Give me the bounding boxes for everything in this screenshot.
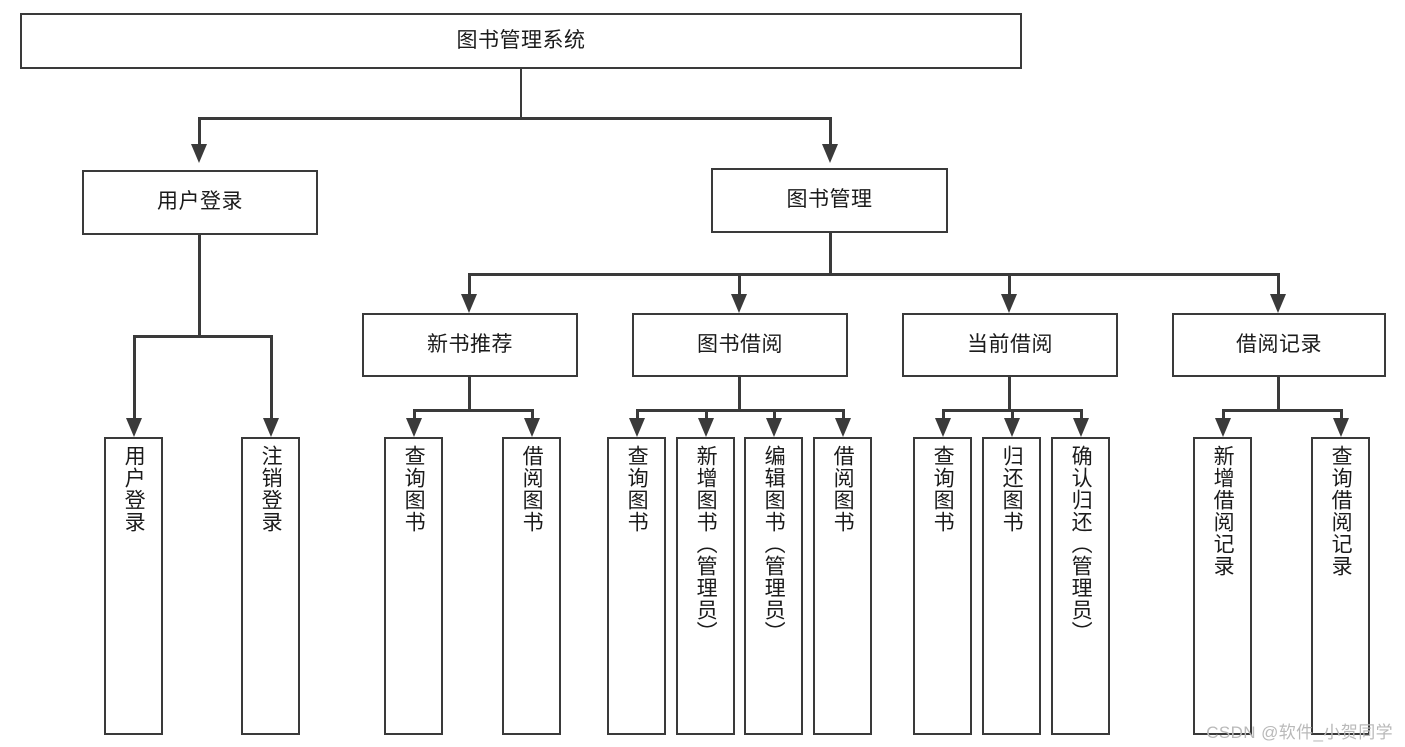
node-label: 查询图书: [931, 445, 955, 533]
arrowhead-newbook-leaf-1: [406, 418, 422, 437]
node-label: 新增借阅记录: [1211, 445, 1235, 577]
node-label: 借阅记录: [1236, 332, 1322, 356]
leaf-currentborrow-return-book[interactable]: 归还图书: [982, 437, 1041, 735]
leaf-borrowrecord-add-record[interactable]: 新增借阅记录: [1193, 437, 1252, 735]
arrowhead-bookborrow-leaf-1: [629, 418, 645, 437]
node-label: 新增图书（管理员）: [694, 445, 718, 643]
leaf-currentborrow-query-book[interactable]: 查询图书: [913, 437, 972, 735]
node-current-borrow[interactable]: 当前借阅: [902, 313, 1118, 377]
edge-bookmgmt-stem: [829, 233, 832, 273]
edge-root-bus: [198, 117, 831, 120]
node-label: 当前借阅: [967, 332, 1053, 356]
arrowhead-root-to-bookmgmt: [822, 144, 838, 163]
arrowhead-bookmgmt-to-newbook: [461, 294, 477, 313]
edge-bookborrow-drop-3: [773, 409, 776, 418]
edge-currentborrow-drop-3: [1080, 409, 1083, 418]
edge-newbook-drop-1: [413, 409, 416, 418]
node-book-management[interactable]: 图书管理: [711, 168, 948, 233]
edge-userlogin-drop-2: [270, 335, 273, 418]
edge-userlogin-drop-1: [133, 335, 136, 418]
edge-borrowrecord-drop-1: [1222, 409, 1225, 418]
arrowhead-bookmgmt-to-current: [1001, 294, 1017, 313]
edge-bookmgmt-drop-4: [1277, 273, 1280, 294]
edge-currentborrow-drop-2: [1011, 409, 1014, 418]
node-book-borrow[interactable]: 图书借阅: [632, 313, 848, 377]
arrowhead-currentborrow-leaf-2: [1004, 418, 1020, 437]
node-label: 确认归还（管理员）: [1069, 445, 1093, 643]
edge-currentborrow-stem: [1008, 377, 1011, 409]
node-label: 新书推荐: [427, 332, 513, 356]
leaf-bookborrow-add-book-admin[interactable]: 新增图书（管理员）: [676, 437, 735, 735]
leaf-bookborrow-query-book[interactable]: 查询图书: [607, 437, 666, 735]
node-label: 借阅图书: [831, 445, 855, 533]
node-label: 编辑图书（管理员）: [762, 445, 786, 643]
node-label: 借阅图书: [520, 445, 544, 533]
node-label: 查询借阅记录: [1329, 445, 1353, 577]
edge-userlogin-stem: [198, 235, 201, 335]
edge-bookborrow-drop-2: [705, 409, 708, 418]
node-label: 图书借阅: [697, 332, 783, 356]
edge-bookmgmt-drop-2: [738, 273, 741, 294]
csdn-watermark: CSDN @软件_小贺同学: [1206, 723, 1393, 742]
arrowhead-userlogin-leaf-1: [126, 418, 142, 437]
leaf-user-login[interactable]: 用户登录: [104, 437, 163, 735]
edge-bookborrow-drop-4: [842, 409, 845, 418]
edge-bookborrow-stem: [738, 377, 741, 409]
node-borrow-record[interactable]: 借阅记录: [1172, 313, 1386, 377]
leaf-newbook-query-book[interactable]: 查询图书: [384, 437, 443, 735]
arrowhead-borrowrecord-leaf-2: [1333, 418, 1349, 437]
edge-userlogin-bus: [133, 335, 272, 338]
arrowhead-bookborrow-leaf-4: [835, 418, 851, 437]
leaf-logout[interactable]: 注销登录: [241, 437, 300, 735]
arrowhead-bookmgmt-to-borrow: [731, 294, 747, 313]
arrowhead-bookborrow-leaf-2: [698, 418, 714, 437]
arrowhead-currentborrow-leaf-1: [935, 418, 951, 437]
edge-borrowrecord-stem: [1277, 377, 1280, 409]
leaf-bookborrow-borrow-book[interactable]: 借阅图书: [813, 437, 872, 735]
edge-borrowrecord-drop-2: [1340, 409, 1343, 418]
edge-bookmgmt-drop-3: [1008, 273, 1011, 294]
leaf-bookborrow-edit-book-admin[interactable]: 编辑图书（管理员）: [744, 437, 803, 735]
edge-bookmgmt-bus: [468, 273, 1279, 276]
node-label: 查询图书: [625, 445, 649, 533]
node-label: 注销登录: [259, 445, 283, 533]
node-label: 用户登录: [122, 445, 146, 533]
edge-newbook-drop-2: [531, 409, 534, 418]
edge-root-stem: [519, 69, 522, 117]
node-label: 归还图书: [1000, 445, 1024, 533]
arrowhead-currentborrow-leaf-3: [1073, 418, 1089, 437]
edge-root-to-bookmgmt: [829, 117, 832, 144]
node-label: 图书管理: [786, 188, 873, 212]
arrowhead-root-to-userlogin: [191, 144, 207, 163]
edge-bookmgmt-drop-1: [468, 273, 471, 294]
edge-root-to-userlogin: [198, 117, 201, 144]
edge-bookborrow-drop-1: [636, 409, 639, 418]
node-label: 用户登录: [157, 190, 243, 214]
edge-newbook-stem: [468, 377, 471, 409]
arrowhead-newbook-leaf-2: [524, 418, 540, 437]
edge-bookborrow-bus: [636, 409, 844, 412]
edge-newbook-bus: [413, 409, 533, 412]
edge-currentborrow-drop-1: [942, 409, 945, 418]
arrowhead-borrowrecord-leaf-1: [1215, 418, 1231, 437]
node-new-book-recommend[interactable]: 新书推荐: [362, 313, 578, 377]
arrowhead-userlogin-leaf-2: [263, 418, 279, 437]
node-label: 查询图书: [402, 445, 426, 533]
leaf-newbook-borrow-book[interactable]: 借阅图书: [502, 437, 561, 735]
arrowhead-bookborrow-leaf-3: [766, 418, 782, 437]
arrowhead-bookmgmt-to-record: [1270, 294, 1286, 313]
node-user-login[interactable]: 用户登录: [82, 170, 318, 235]
node-root-system[interactable]: 图书管理系统: [20, 13, 1022, 69]
leaf-currentborrow-confirm-return-admin[interactable]: 确认归还（管理员）: [1051, 437, 1110, 735]
edge-borrowrecord-bus: [1222, 409, 1342, 412]
leaf-borrowrecord-query-record[interactable]: 查询借阅记录: [1311, 437, 1370, 735]
node-label: 图书管理系统: [456, 28, 586, 52]
